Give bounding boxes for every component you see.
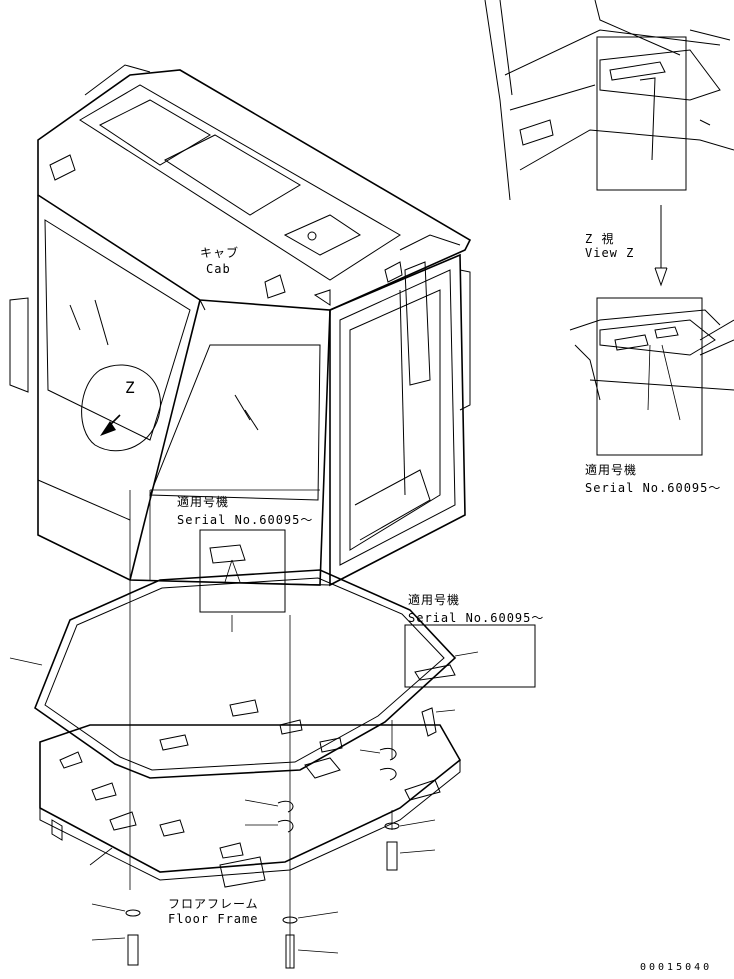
serial-label-en-cab: Serial No.60095～	[177, 513, 314, 527]
serial-label-jp-mat: 適用号機	[408, 593, 461, 607]
cab-assembly	[9, 64, 472, 587]
serial-label-jp-cab: 適用号機	[177, 495, 230, 509]
floor-mat	[9, 569, 457, 779]
z-marker: Z	[125, 378, 136, 397]
serial-label-en-view-z: Serial No.60095～	[585, 481, 722, 495]
view-z-inset	[569, 297, 734, 456]
cab-label-en: Cab	[206, 262, 231, 276]
drawing-number: 00015040	[640, 962, 713, 973]
view-z-label-jp: Z 視	[585, 232, 615, 246]
detail-cab-interior	[484, 0, 734, 201]
floor-frame-label-jp: フロアフレーム	[168, 897, 259, 911]
cab-label-jp: キャブ	[200, 246, 240, 260]
view-z-label-en: View Z	[585, 246, 635, 260]
serial-label-jp-view-z: 適用号機	[585, 463, 638, 477]
serial-label-en-mat: Serial No.60095～	[408, 611, 545, 625]
floor-frame-label-en: Floor Frame	[168, 912, 259, 926]
